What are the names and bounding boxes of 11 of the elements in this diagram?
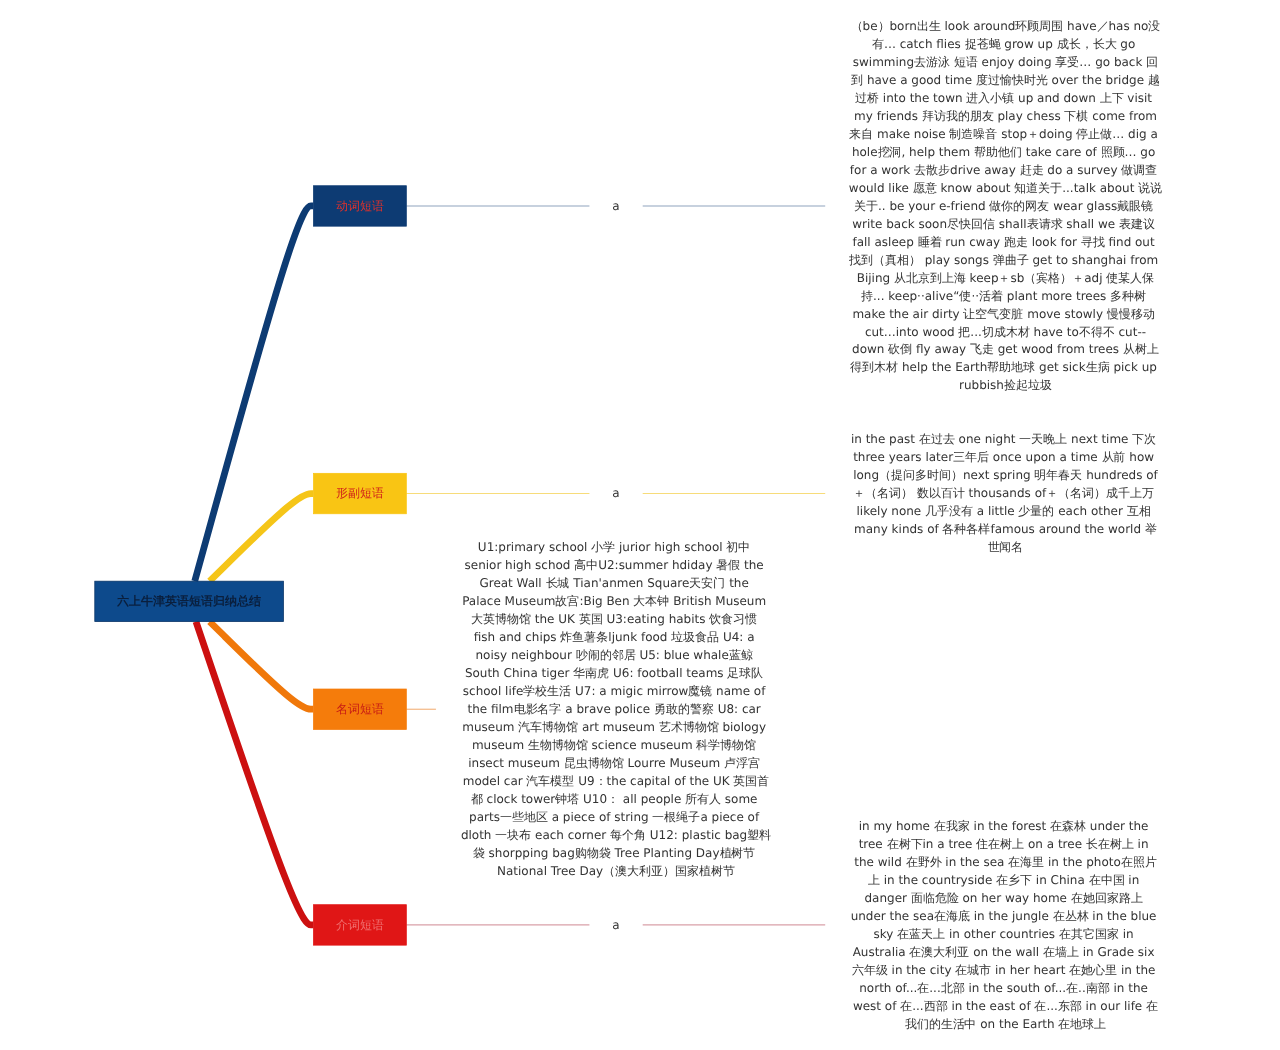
connector (207, 490, 315, 584)
connector (192, 620, 315, 929)
connector (641, 205, 827, 207)
connector (641, 493, 827, 495)
connector (641, 924, 827, 926)
connector (405, 205, 591, 207)
connector (405, 708, 437, 710)
connector (405, 924, 591, 926)
connector (191, 202, 315, 583)
connector (405, 493, 591, 495)
connector (207, 619, 315, 713)
